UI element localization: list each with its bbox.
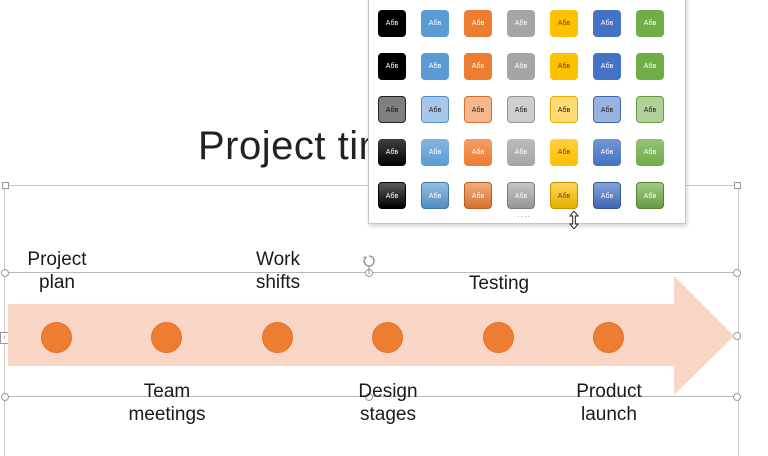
style-swatch-green-solid-dark[interactable]: Абв xyxy=(636,10,664,37)
style-swatch-orange-gradient[interactable]: Абв xyxy=(464,139,492,166)
style-swatch-dark-blue-solid-dark[interactable]: Абв xyxy=(593,10,621,37)
style-swatch-dark-blue-light-fill[interactable]: Абв xyxy=(593,96,621,123)
style-swatch-dark-blue-gradient[interactable]: Абв xyxy=(593,139,621,166)
style-swatch-dark-blue-bevel[interactable]: Абв xyxy=(593,182,621,209)
style-swatch-orange-bevel[interactable]: Абв xyxy=(464,182,492,209)
style-swatch-gray-light-fill[interactable]: Абв xyxy=(507,96,535,123)
style-swatch-dark-blue-solid-fill[interactable]: Абв xyxy=(593,53,621,80)
milestone-label-bottom[interactable]: Design stages xyxy=(358,381,418,425)
gallery-resize-grip[interactable]: .... xyxy=(517,209,532,219)
style-swatch-gold-light-fill[interactable]: Абв xyxy=(550,96,578,123)
style-swatch-gold-gradient[interactable]: Абв xyxy=(550,139,578,166)
shape-handle-left-bottom[interactable] xyxy=(1,393,9,401)
style-swatch-black-gradient[interactable]: Абв xyxy=(378,139,406,166)
style-swatch-gray-solid-dark[interactable]: Абв xyxy=(507,10,535,37)
milestone-dot[interactable] xyxy=(593,322,624,353)
style-swatch-orange-solid-fill[interactable]: Абв xyxy=(464,53,492,80)
milestone-dot[interactable] xyxy=(151,322,182,353)
style-swatch-green-solid-fill[interactable]: Абв xyxy=(636,53,664,80)
style-swatch-black-light-fill[interactable]: Абв xyxy=(378,96,406,123)
milestone-label-bottom[interactable]: Team meetings xyxy=(128,381,206,425)
style-swatch-black-solid-fill[interactable]: Абв xyxy=(378,53,406,80)
style-swatch-orange-solid-dark[interactable]: Абв xyxy=(464,10,492,37)
style-swatch-blue-gradient[interactable]: Абв xyxy=(421,139,449,166)
style-swatch-gray-solid-fill[interactable]: Абв xyxy=(507,53,535,80)
milestone-label-top[interactable]: Testing xyxy=(468,273,530,294)
shape-handle-center-bottom[interactable] xyxy=(365,393,373,401)
milestone-dot[interactable] xyxy=(41,322,72,353)
style-swatch-gold-solid-dark[interactable]: Абв xyxy=(550,10,578,37)
style-swatch-gray-bevel[interactable]: Абв xyxy=(507,182,535,209)
resize-handle-top-right[interactable] xyxy=(734,182,741,189)
style-swatch-orange-light-fill[interactable]: Абв xyxy=(464,96,492,123)
style-swatch-green-bevel[interactable]: Абв xyxy=(636,182,664,209)
style-swatch-blue-solid-fill[interactable]: Абв xyxy=(421,53,449,80)
milestone-dot[interactable] xyxy=(262,322,293,353)
style-swatch-gold-solid-fill[interactable]: Абв xyxy=(550,53,578,80)
style-swatch-black-solid-dark[interactable]: Абв xyxy=(378,10,406,37)
style-swatch-blue-solid-dark[interactable]: Абв xyxy=(421,10,449,37)
style-swatch-green-gradient[interactable]: Абв xyxy=(636,139,664,166)
style-swatch-green-light-fill[interactable]: Абв xyxy=(636,96,664,123)
milestone-dot[interactable] xyxy=(483,322,514,353)
shape-handle-right-top[interactable] xyxy=(733,269,741,277)
resize-cursor-icon xyxy=(568,211,580,229)
shape-handle-left-top[interactable] xyxy=(1,269,9,277)
rotate-handle-icon[interactable] xyxy=(362,254,376,274)
style-swatch-blue-light-fill[interactable]: Абв xyxy=(421,96,449,123)
style-swatch-black-bevel[interactable]: Абв xyxy=(378,182,406,209)
milestone-label-top[interactable]: Project plan xyxy=(27,249,87,293)
style-swatch-gold-bevel[interactable]: Абв xyxy=(550,182,578,209)
milestone-dot[interactable] xyxy=(372,322,403,353)
style-swatch-blue-bevel[interactable]: Абв xyxy=(421,182,449,209)
milestone-label-top[interactable]: Work shifts xyxy=(255,249,301,293)
shape-handle-right-bottom[interactable] xyxy=(733,393,741,401)
resize-handle-top-left[interactable] xyxy=(2,182,9,189)
style-swatch-gray-gradient[interactable]: Абв xyxy=(507,139,535,166)
milestone-label-bottom[interactable]: Product launch xyxy=(576,381,642,425)
